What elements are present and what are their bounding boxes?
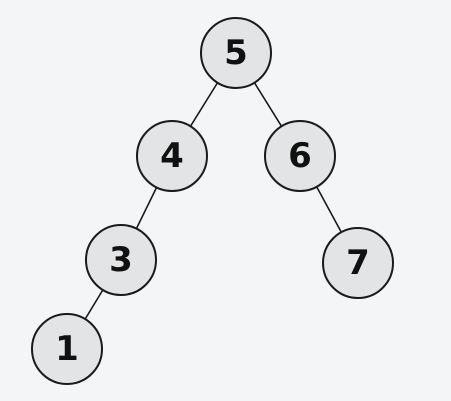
node-label-7: 7 xyxy=(346,243,370,283)
tree-node-6: 6 xyxy=(264,120,336,192)
node-label-1: 1 xyxy=(55,329,79,369)
node-label-5: 5 xyxy=(224,33,248,73)
node-label-3: 3 xyxy=(109,240,133,280)
tree-node-3: 3 xyxy=(85,224,157,296)
tree-node-5: 5 xyxy=(200,17,272,89)
tree-node-7: 7 xyxy=(322,227,394,299)
node-label-6: 6 xyxy=(288,136,312,176)
tree-node-1: 1 xyxy=(31,313,103,385)
tree-node-4: 4 xyxy=(136,120,208,192)
node-label-4: 4 xyxy=(160,136,184,176)
